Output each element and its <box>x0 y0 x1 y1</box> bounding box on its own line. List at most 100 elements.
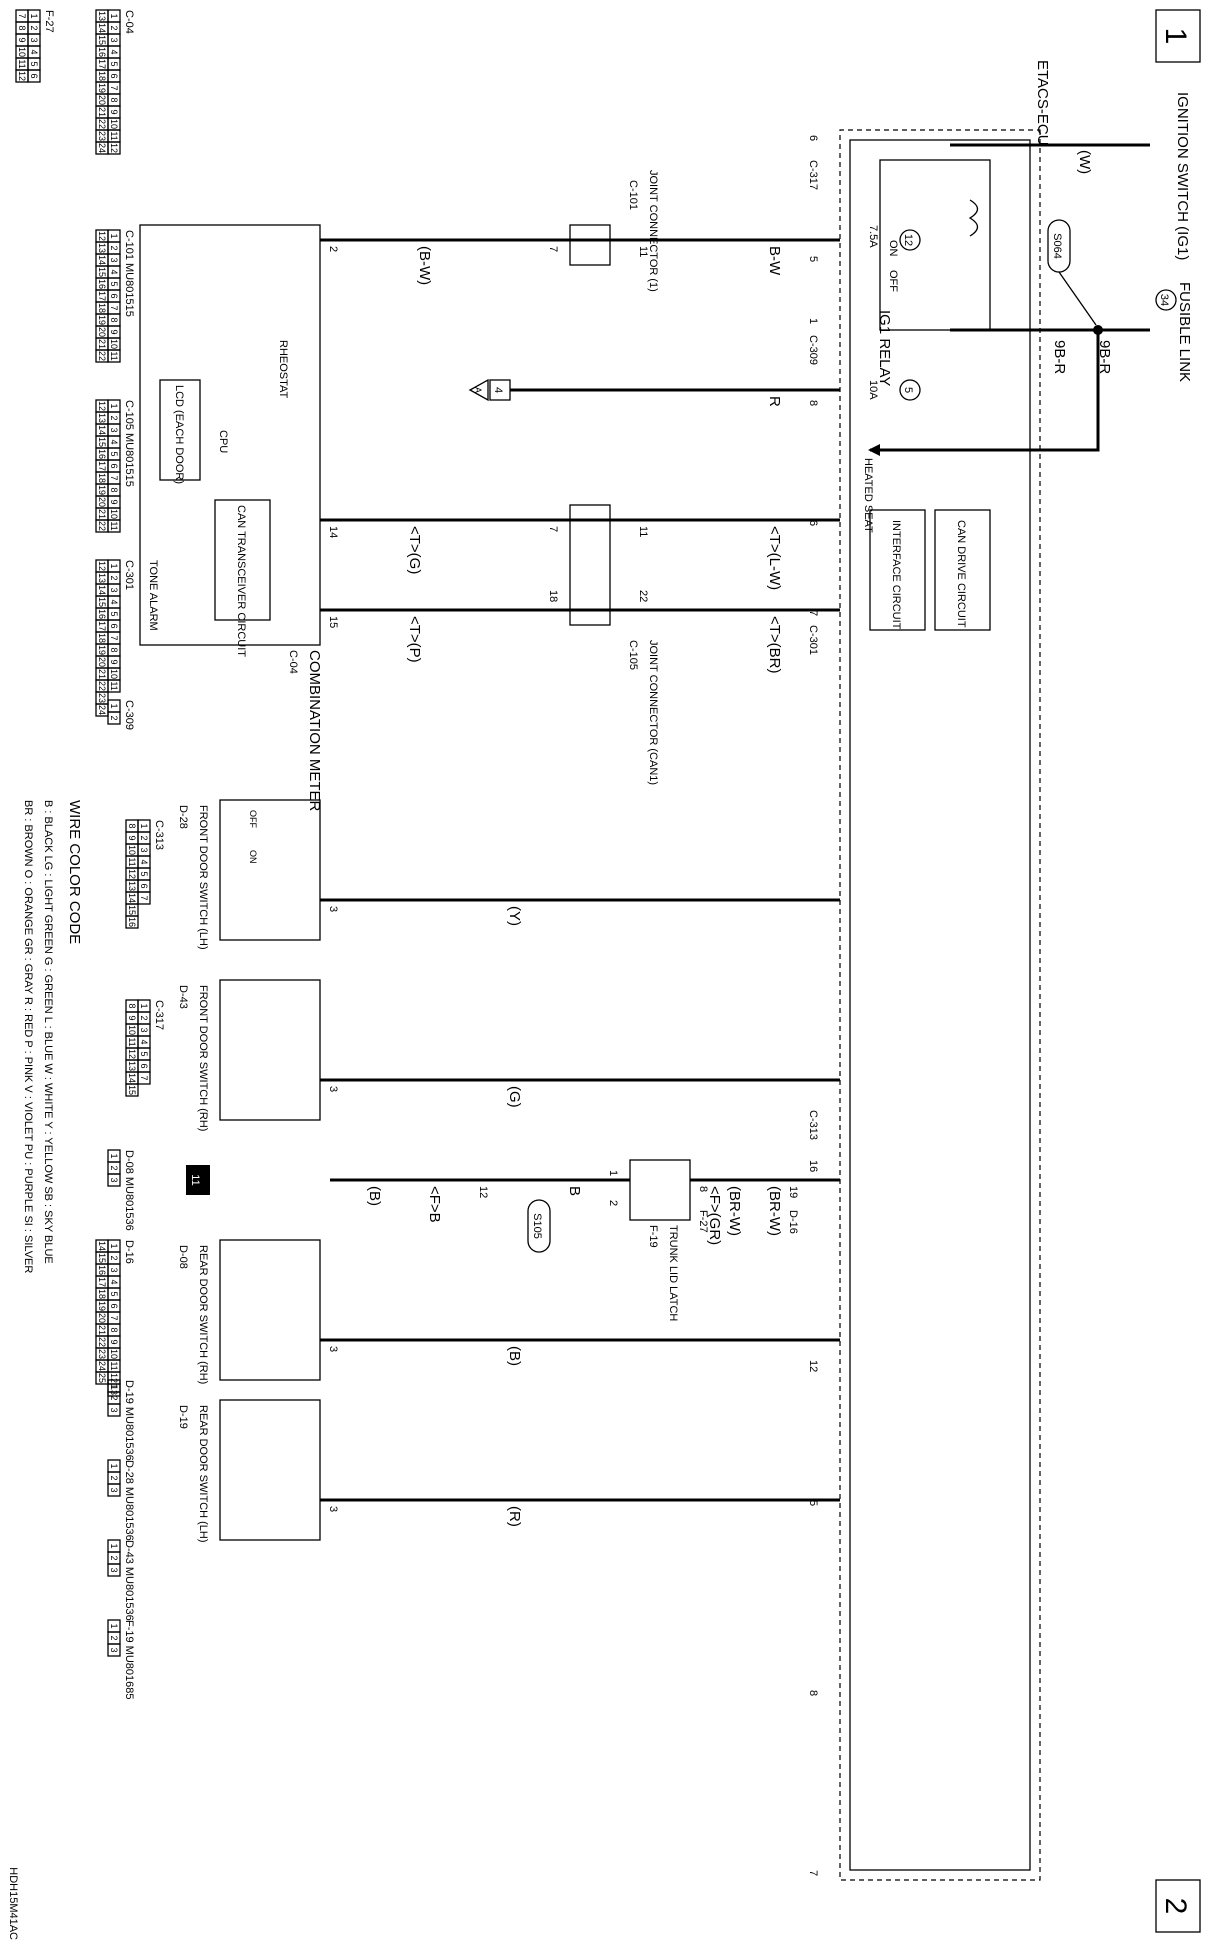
svg-text:1: 1 <box>109 403 119 408</box>
svg-text:2: 2 <box>1159 1898 1192 1915</box>
svg-text:1: 1 <box>139 1003 149 1008</box>
svg-text:D-16: D-16 <box>123 1240 135 1264</box>
svg-text:6: 6 <box>109 293 119 298</box>
svg-text:16: 16 <box>97 47 107 57</box>
conn-c309-label: C-309 <box>807 335 819 365</box>
svg-text:24: 24 <box>97 705 107 715</box>
wire-t-p-label: <T>(P) <box>406 616 423 663</box>
svg-text:F-19: F-19 <box>647 1225 659 1248</box>
svg-text:C-309: C-309 <box>123 700 135 730</box>
svg-text:21: 21 <box>97 1325 107 1335</box>
svg-text:4: 4 <box>109 599 119 604</box>
svg-text:14: 14 <box>97 255 107 265</box>
wire-t-g-label: <T>(G) <box>406 526 423 574</box>
wire-b-ground-label: (B) <box>366 1186 383 1206</box>
svg-text:3: 3 <box>109 1177 119 1182</box>
svg-text:11: 11 <box>109 131 119 140</box>
svg-text:2: 2 <box>109 415 119 420</box>
svg-text:16: 16 <box>97 1265 107 1275</box>
svg-text:7: 7 <box>139 895 149 900</box>
svg-text:5: 5 <box>139 871 149 876</box>
svg-text:10: 10 <box>109 339 119 349</box>
svg-text:9: 9 <box>127 835 137 840</box>
switch-on-label: ON <box>248 850 258 864</box>
svg-text:15: 15 <box>97 437 107 447</box>
svg-text:3: 3 <box>109 427 119 432</box>
etacs-ecu-label: ETACS-ECU <box>1034 60 1051 146</box>
svg-text:8: 8 <box>127 823 137 828</box>
svg-text:7: 7 <box>109 475 119 480</box>
svg-text:9: 9 <box>109 499 119 504</box>
svg-text:8: 8 <box>17 25 27 30</box>
svg-text:2: 2 <box>109 715 119 720</box>
svg-text:15: 15 <box>127 1085 137 1095</box>
svg-text:FRONT DOOR SWITCH (RH): FRONT DOOR SWITCH (RH) <box>197 985 209 1131</box>
conn-c301-label: C-301 <box>807 625 819 655</box>
svg-text:A: A <box>473 387 483 393</box>
splice-s105: S105 <box>527 1199 551 1253</box>
svg-text:11: 11 <box>109 681 119 690</box>
svg-text:14: 14 <box>97 585 107 595</box>
connector-c-105: C-105 MU80151512345678910111213141516171… <box>95 399 135 533</box>
svg-text:C-04: C-04 <box>123 10 135 34</box>
svg-text:2: 2 <box>607 1200 619 1206</box>
svg-text:2: 2 <box>139 835 149 840</box>
svg-text:FRONT DOOR SWITCH (LH): FRONT DOOR SWITCH (LH) <box>197 805 209 950</box>
svg-text:WIRE COLOR CODE: WIRE COLOR CODE <box>66 800 83 944</box>
joint105-pin-b-out: 18 <box>547 590 559 602</box>
svg-text:4: 4 <box>109 1279 119 1284</box>
relay-coil <box>968 199 979 237</box>
trunk-lid-latch: TRUNK LID LATCH F-19 1 2 <box>607 1159 691 1321</box>
svg-text:3: 3 <box>109 1487 119 1492</box>
joint105-pin-a-in: 11 <box>637 526 649 537</box>
svg-text:11: 11 <box>127 857 137 866</box>
svg-text:13: 13 <box>97 413 107 423</box>
svg-text:5: 5 <box>109 61 119 66</box>
svg-text:7: 7 <box>17 13 27 18</box>
svg-text:8: 8 <box>109 1327 119 1332</box>
svg-text:2: 2 <box>109 245 119 250</box>
joint101-pin-in: 11 <box>637 246 649 257</box>
svg-text:3: 3 <box>109 1407 119 1412</box>
svg-text:6: 6 <box>109 463 119 468</box>
svg-text:10: 10 <box>109 1349 119 1359</box>
svg-text:6: 6 <box>139 1063 149 1068</box>
svg-text:S064: S064 <box>1051 233 1063 259</box>
svg-text:15: 15 <box>97 35 107 45</box>
svg-text:20: 20 <box>97 497 107 507</box>
svg-text:10: 10 <box>127 845 137 855</box>
ground-ref-a: 4 A <box>468 378 511 402</box>
svg-text:20: 20 <box>97 95 107 105</box>
joint101-pin-out: 7 <box>547 246 559 252</box>
svg-text:12: 12 <box>127 869 137 879</box>
svg-text:10: 10 <box>109 119 119 129</box>
front-door-switch-lh: FRONT DOOR SWITCH (LH) D-28 3 <box>177 799 339 950</box>
svg-text:REAR DOOR SWITCH (LH): REAR DOOR SWITCH (LH) <box>197 1405 209 1543</box>
svg-text:21: 21 <box>97 509 107 519</box>
trunk-pin-8: 8 <box>697 1186 709 1192</box>
svg-text:18: 18 <box>97 71 107 81</box>
trunk-conn-f27: F-27 <box>697 1210 709 1233</box>
svg-text:17: 17 <box>97 291 107 301</box>
svg-text:C-317: C-317 <box>153 1000 165 1030</box>
svg-text:18: 18 <box>97 303 107 313</box>
joint-connector-105 <box>569 504 611 626</box>
meter-pin-2: 2 <box>327 246 339 252</box>
joint105-pin-a-out: 7 <box>547 526 559 532</box>
pin-ecu-1: 1 <box>807 318 819 324</box>
svg-text:19: 19 <box>97 485 107 495</box>
svg-text:1: 1 <box>109 1243 119 1248</box>
connector-c-101: C-101 MU80151512345678910111213141516171… <box>95 229 135 363</box>
svg-text:11: 11 <box>109 521 119 530</box>
wire-brw2-label: (BR-W) <box>726 1186 743 1236</box>
svg-text:C-101 MU801515: C-101 MU801515 <box>123 230 135 317</box>
svg-text:1: 1 <box>109 13 119 18</box>
joint105-pin-b-in: 22 <box>637 590 649 602</box>
svg-text:9: 9 <box>109 109 119 114</box>
svg-text:23: 23 <box>97 693 107 703</box>
svg-text:3: 3 <box>109 587 119 592</box>
svg-text:9: 9 <box>109 329 119 334</box>
svg-text:5: 5 <box>139 1051 149 1056</box>
